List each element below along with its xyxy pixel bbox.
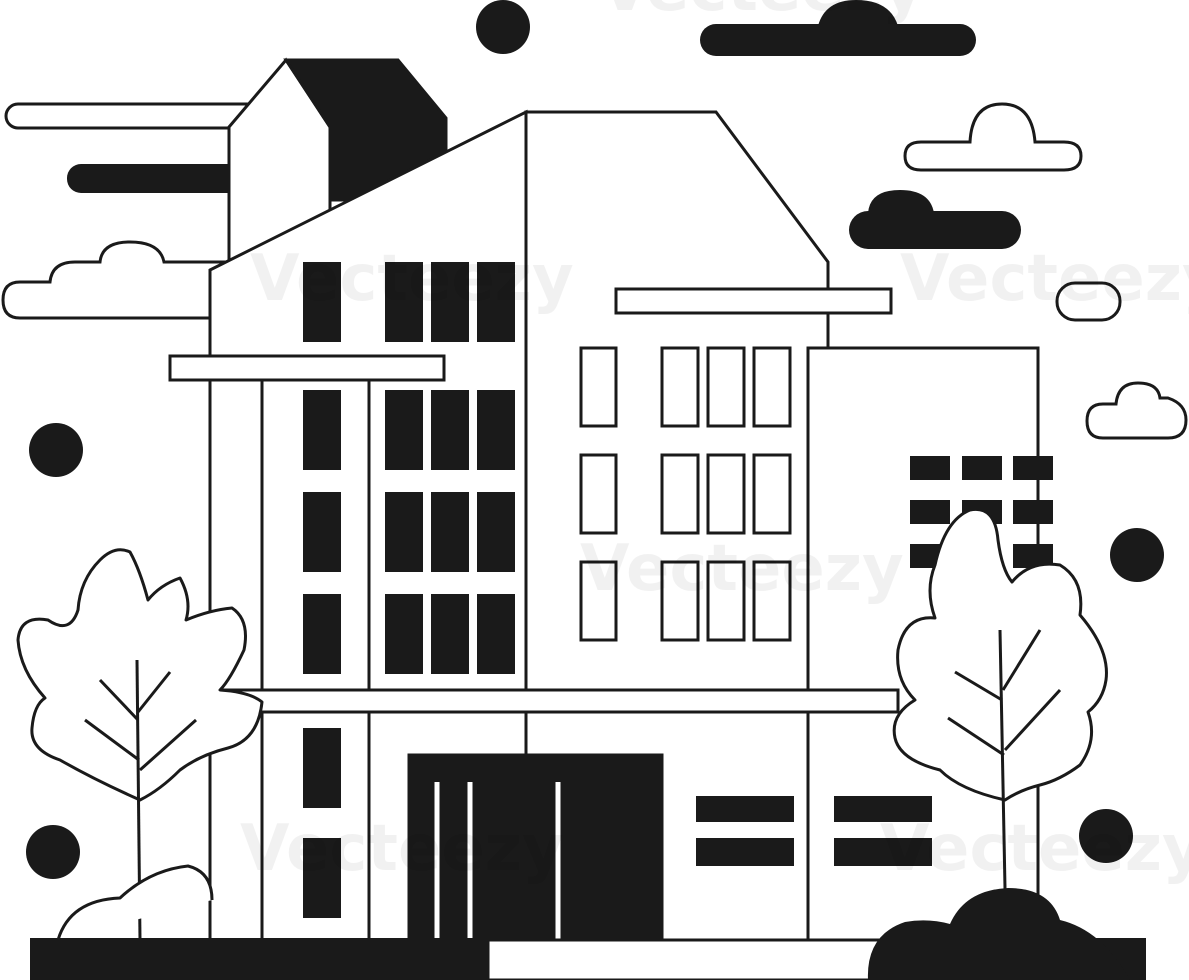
bush-left bbox=[56, 864, 214, 941]
shop-windows bbox=[696, 796, 932, 866]
ledge-left bbox=[168, 354, 446, 382]
ground bbox=[30, 888, 1146, 980]
dot-top bbox=[476, 0, 530, 54]
cloud-pill-right bbox=[1055, 281, 1122, 322]
center-wing-windows bbox=[579, 346, 792, 642]
left-wing-windows bbox=[303, 262, 515, 918]
sidewalk bbox=[486, 938, 890, 980]
watermark-text: Vecteezy bbox=[880, 812, 1189, 886]
cloud-right-outline bbox=[903, 102, 1083, 172]
bush-right bbox=[867, 888, 1130, 980]
dot-right-lower bbox=[1079, 809, 1133, 863]
dot-left-lower bbox=[26, 825, 80, 879]
tree-left bbox=[16, 548, 264, 941]
entrance-door bbox=[407, 753, 664, 942]
cloud-far-right-outline bbox=[1085, 381, 1188, 440]
cloud-top-filled bbox=[700, 0, 976, 56]
watermark-text: Vecteezy bbox=[900, 242, 1189, 316]
watermark: Vecteezy Vecteezy Vecteezy Vecteezy Vect… bbox=[240, 0, 1189, 886]
back-tower bbox=[227, 57, 448, 262]
cloud-right-filled bbox=[849, 190, 1021, 249]
cloud-stripe-left-filled bbox=[67, 164, 267, 193]
watermark-text: Vecteezy bbox=[240, 812, 564, 886]
ledge-floor bbox=[220, 688, 900, 714]
watermark-text: Vecteezy bbox=[250, 242, 574, 316]
watermark-text: Vecteezy bbox=[600, 0, 924, 26]
building bbox=[168, 57, 1053, 942]
ground-strip-left bbox=[30, 938, 490, 980]
sky bbox=[1, 0, 1188, 879]
tree-right bbox=[892, 507, 1108, 941]
cloud-left-outline bbox=[1, 240, 232, 320]
watermark-text: Vecteezy bbox=[580, 532, 904, 606]
dot-right-upper bbox=[1110, 528, 1164, 582]
dot-left-upper bbox=[29, 423, 83, 477]
ledge-center bbox=[614, 287, 893, 315]
cloud-stripe-left-outline bbox=[4, 102, 268, 130]
